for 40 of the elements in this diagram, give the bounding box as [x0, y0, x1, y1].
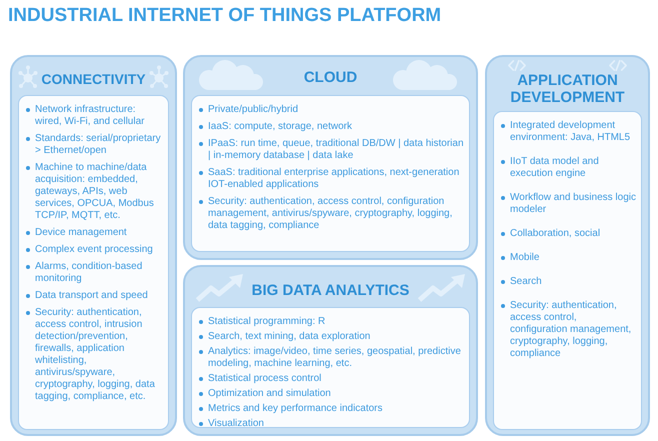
bullet-text: Security: authentication, access control, configuration management, antivirus/spyware, cryptography, logging, data tagging, compliance — [208, 196, 454, 232]
panel-heading: BIG DATA ANALYTICS — [252, 282, 410, 299]
bullet-text: IPaaS: run time, queue, traditional DB/DW | data historian | in-memory database | data lake — [208, 138, 464, 162]
bullet-text: Optimization and simulation — [208, 388, 331, 400]
bullet-text: SaaS: traditional enterprise applications, next-generation IOT-enabled applications — [208, 167, 460, 191]
bullet-text: Private/public/hybrid — [208, 104, 298, 116]
content-card — [18, 95, 169, 430]
category-panel — [183, 55, 478, 260]
bullet-text: Workflow and business logic modeler — [510, 192, 636, 216]
bullet-text: Statistical process control — [208, 373, 322, 385]
category-panel — [10, 55, 177, 436]
bullet-text: Alarms, condition-based monitoring — [35, 261, 144, 285]
bullet-text: Security: authentication, access control, intrusion detection/prevention, firewalls, application whitelisting, antivirus/spyware, cryptography, logging, data tagging, compliance, etc. — [35, 307, 156, 403]
bullet-text: Integrated development environment: Java, HTML5 — [510, 120, 632, 144]
bullet-text: IIoT data model and execution engine — [510, 156, 600, 180]
bullet-text: Data transport and speed — [35, 290, 148, 302]
bullet-text: Visualization — [208, 418, 264, 430]
bullet-text: Standards: serial/proprietary > Ethernet/open — [35, 133, 162, 157]
bullet-text: Collaboration, social — [510, 228, 600, 240]
category-panel — [183, 265, 478, 436]
content-card — [191, 95, 470, 252]
panel-heading: APPLICATION DEVELOPMENT — [509, 72, 626, 106]
category-panel — [485, 55, 650, 436]
panel-heading: CONNECTIVITY — [41, 71, 146, 88]
bullet-text: Complex event processing — [35, 244, 153, 256]
bullet-text: Search — [510, 276, 542, 288]
bullet-text: Analytics: image/video, time series, geospatial, predictive modeling, machine learning, etc. — [208, 346, 462, 370]
bullet-text: Search, text mining, data exploration — [208, 331, 370, 343]
diagram-title: INDUSTRIAL INTERNET OF THINGS PLATFORM — [8, 5, 442, 27]
bullet-text: IaaS: compute, storage, network — [208, 121, 352, 133]
bullet-text: Mobile — [510, 252, 540, 264]
content-card — [493, 111, 642, 430]
bullet-text: Metrics and key performance indicators — [208, 403, 383, 415]
bullet-text: Network infrastructure: wired, Wi-Fi, and cellular — [35, 104, 146, 128]
bullet-text: Machine to machine/data acquisition: embedded, gateways, APIs, web services, OPCUA, Modbus TCP/IP, MQTT, etc. — [35, 162, 155, 222]
content-card — [191, 307, 470, 428]
bullet-text: Security: authentication, access control, configuration management, cryptography, logging, compliance — [510, 300, 632, 360]
bullet-text: Device management — [35, 227, 127, 239]
bullet-text: Statistical programming: R — [208, 316, 326, 328]
panel-heading: CLOUD — [304, 69, 358, 86]
